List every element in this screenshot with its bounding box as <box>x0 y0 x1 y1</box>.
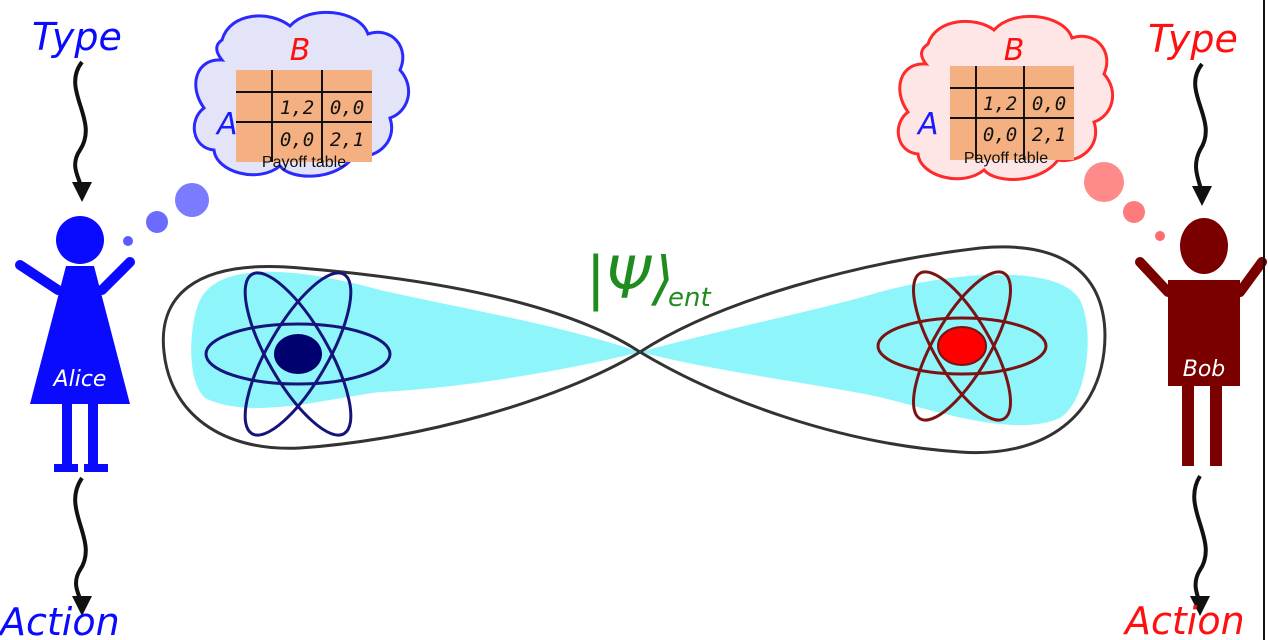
alice-dress <box>30 266 130 404</box>
bob-action-arrow-icon <box>1189 474 1210 616</box>
bob-col-player-label: B <box>1004 33 1025 68</box>
bob-cell-1-2: 0,0 <box>1032 93 1066 115</box>
alice-group: Type Alice Action B A <box>0 10 411 640</box>
bob-type-arrow-icon <box>1191 62 1212 206</box>
bob-thought-cloud-icon: B A 1,2 0,0 0,0 2,1 Payoff table <box>896 14 1115 181</box>
alice-thought-cloud-icon: B A 1,2 0,0 0,0 2,1 Payoff table <box>192 10 411 178</box>
bob-name-label: Bob <box>1183 357 1226 382</box>
alice-cell-2-1: 0,0 <box>280 129 314 151</box>
alice-action-arrow-icon <box>71 476 92 616</box>
bob-row-player-label: A <box>916 107 939 142</box>
bob-payoff-table: 1,2 0,0 0,0 2,1 Payoff table <box>950 66 1074 167</box>
entanglement-group: |Ψ⟩ ent <box>161 244 1107 455</box>
alice-type-label: Type <box>32 15 122 59</box>
bob-group: Type Bob Action B A <box>896 14 1267 640</box>
alice-cell-1-1: 1,2 <box>280 97 314 119</box>
alice-cell-1-2: 0,0 <box>330 97 364 119</box>
alice-thought-dot-large <box>175 183 209 217</box>
alice-payoff-caption: Payoff table <box>262 154 346 171</box>
state-ket-label: |Ψ⟩ <box>586 244 674 312</box>
state-subscript-label: ent <box>668 283 711 313</box>
bob-cell-2-1: 0,0 <box>983 124 1017 146</box>
alice-col-player-label: B <box>290 33 311 68</box>
bob-thought-dot-small <box>1155 231 1165 241</box>
right-atom-icon <box>876 270 1048 422</box>
alice-action-label: Action <box>0 600 120 640</box>
infinity-loop <box>161 245 1107 455</box>
bob-cell-1-1: 1,2 <box>983 93 1017 115</box>
alice-person-icon: Alice <box>15 216 135 472</box>
bob-cell-2-2: 2,1 <box>1032 124 1066 146</box>
bob-thought-dot-medium <box>1123 201 1145 223</box>
left-lobe-fill <box>191 271 640 408</box>
left-nucleus <box>274 334 322 374</box>
bob-thought-dot-large <box>1084 162 1124 202</box>
right-nucleus <box>937 326 987 366</box>
alice-thought-dot-medium <box>146 211 168 233</box>
alice-thought-dot-small <box>123 236 133 246</box>
alice-cell-2-2: 2,1 <box>330 129 364 151</box>
alice-head <box>56 216 104 264</box>
bob-action-label: Action <box>1122 599 1245 640</box>
right-lobe-fill <box>640 274 1088 426</box>
alice-payoff-table: 1,2 0,0 0,0 2,1 Payoff table <box>236 70 372 171</box>
bob-torso <box>1168 280 1240 386</box>
alice-row-player-label: A <box>215 107 238 142</box>
bob-payoff-caption: Payoff table <box>964 150 1048 167</box>
left-atom-icon <box>204 271 392 437</box>
alice-name-label: Alice <box>52 367 107 392</box>
alice-type-arrow-icon <box>71 60 92 202</box>
bob-head <box>1180 218 1228 274</box>
bob-person-icon: Bob <box>1135 218 1267 466</box>
bob-type-label: Type <box>1148 17 1238 61</box>
